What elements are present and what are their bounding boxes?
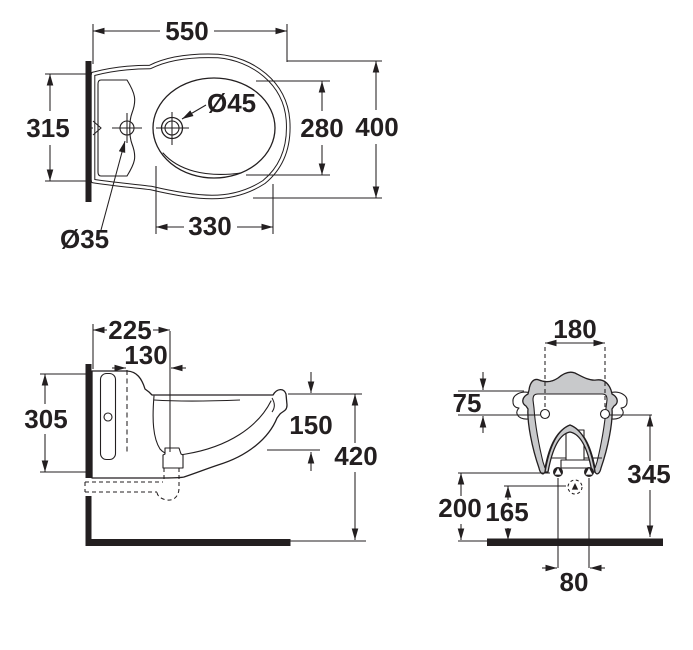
dim-label-330: 330 — [188, 211, 231, 241]
bowl-rim-plan — [152, 77, 276, 179]
dim-label-345: 345 — [627, 459, 670, 489]
dim-bolts-to-floor: 200 — [438, 472, 550, 540]
dim-label-75: 75 — [453, 388, 482, 418]
wall-centerline-chevron — [86, 120, 102, 136]
dim-label-d35: Ø35 — [60, 224, 109, 254]
wall-section-side — [85, 364, 92, 478]
dim-overall-width: 400 — [253, 60, 399, 199]
dim-label-200: 200 — [438, 493, 481, 523]
wall-section-plan — [85, 61, 92, 202]
dim-bolt-spacing: 80 — [542, 478, 605, 597]
dim-label-d45: Ø45 — [207, 88, 256, 118]
front-view: 180 75 345 200 165 — [438, 314, 670, 597]
dim-label-280: 280 — [300, 113, 343, 143]
bowl-inner-edge — [162, 152, 242, 176]
drain-position-marker — [567, 479, 583, 495]
dim-label-400: 400 — [355, 112, 398, 142]
wall-section-side-lower — [85, 496, 92, 546]
rear-deck-contour — [97, 79, 136, 177]
dim-overall-length: 550 — [92, 16, 288, 64]
dim-label-315: 315 — [26, 113, 69, 143]
drain-outlet-side — [162, 447, 184, 469]
dim-bowl-inner-length: 330 — [155, 166, 274, 241]
dim-label-130: 130 — [124, 340, 167, 370]
dim-wall-to-tap: 225 — [92, 315, 170, 369]
dim-rear-section-width: 315 — [26, 73, 92, 182]
drain-trap-hidden — [84, 468, 180, 501]
dim-label-180: 180 — [553, 314, 596, 344]
floor-section-front — [487, 538, 663, 546]
callout-fixing-hole: Ø35 — [60, 140, 126, 254]
callout-faucet-hole: Ø45 — [181, 88, 256, 120]
dim-bowl-inner-width: 280 — [246, 80, 344, 176]
dim-holes-to-floor: 345 — [627, 415, 671, 537]
fixing-hole — [112, 113, 142, 143]
mounting-bracket — [99, 372, 117, 461]
plan-view: 550 315 280 400 330 — [26, 16, 398, 254]
rim-inner-line — [153, 399, 241, 402]
outlet-base — [560, 459, 592, 469]
faucet-hole — [156, 112, 189, 145]
lip-inner-line — [271, 397, 275, 413]
dim-rim-height: 420 — [334, 394, 378, 540]
dim-fixing-hole-spacing: 180 — [544, 314, 606, 409]
dim-label-150: 150 — [289, 410, 332, 440]
left-outlet-bolt — [553, 467, 563, 477]
floor-section-side — [85, 539, 291, 546]
dim-label-80: 80 — [560, 567, 589, 597]
dim-label-550: 550 — [165, 16, 208, 46]
left-fixing-hole — [539, 408, 551, 420]
side-view: 225 130 305 150 420 — [24, 315, 378, 546]
dim-top-to-holes: 75 — [453, 372, 652, 433]
right-outlet-bolt — [584, 467, 594, 477]
dim-drain-to-floor: 165 — [485, 485, 566, 540]
dim-label-420: 420 — [334, 441, 377, 471]
dim-label-165: 165 — [485, 497, 528, 527]
dim-deck-to-tap: 130 — [112, 340, 186, 372]
bidet-side-profile — [91, 370, 288, 479]
dim-label-305: 305 — [24, 404, 67, 434]
dim-mounting-height: 305 — [24, 373, 92, 473]
dim-label-225: 225 — [108, 315, 151, 345]
right-fixing-hole — [599, 408, 611, 420]
dim-rim-to-underside: 150 — [267, 372, 362, 471]
